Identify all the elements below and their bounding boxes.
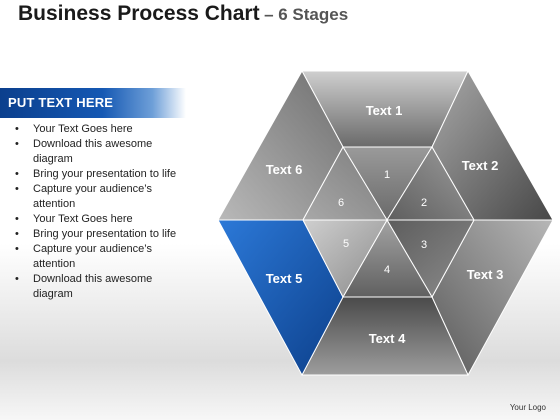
bullet-list: Your Text Goes here Download this awesom… xyxy=(14,122,182,302)
segment-label-2: Text 2 xyxy=(462,158,499,173)
stage-number-3: 3 xyxy=(421,239,427,251)
bullet-item: Download this awesome diagram xyxy=(14,272,182,302)
section-header: PUT TEXT HERE xyxy=(0,88,186,118)
segment-label-3: Text 3 xyxy=(467,267,504,282)
stage-number-4: 4 xyxy=(384,264,390,276)
stage-number-6: 6 xyxy=(338,197,344,209)
bullet-item: Bring your presentation to life xyxy=(14,227,182,242)
bullet-item: Bring your presentation to life xyxy=(14,167,182,182)
slide-title: Business Process Chart – 6 Stages xyxy=(18,2,348,26)
inner-triangle-6 xyxy=(302,145,388,221)
segment-label-1: Text 1 xyxy=(366,103,403,118)
segment-label-4: Text 4 xyxy=(369,331,406,346)
bullet-item: Capture your audience’s attention xyxy=(14,182,182,212)
segment-label-6: Text 6 xyxy=(266,162,303,177)
stage-number-2: 2 xyxy=(421,197,427,209)
logo-placeholder: Your Logo xyxy=(509,403,546,412)
section-header-text: PUT TEXT HERE xyxy=(8,95,114,110)
title-main: Business Process Chart xyxy=(18,2,260,25)
bullet-item: Your Text Goes here xyxy=(14,122,182,137)
segment-label-5: Text 5 xyxy=(266,271,303,286)
bullet-item: Download this awesome diagram xyxy=(14,137,182,167)
stage-number-1: 1 xyxy=(384,169,390,181)
bullet-item: Capture your audience’s attention xyxy=(14,242,182,272)
stage-number-5: 5 xyxy=(343,238,349,250)
bullet-item: Your Text Goes here xyxy=(14,212,182,227)
title-subtitle: – 6 Stages xyxy=(264,5,349,24)
